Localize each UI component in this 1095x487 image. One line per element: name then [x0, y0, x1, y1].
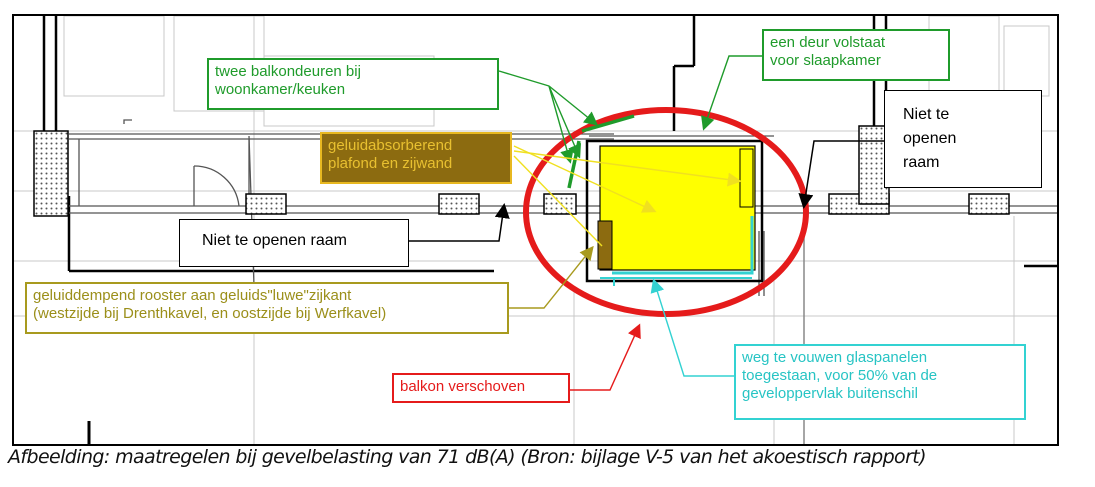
- label-line: toegestaan, voor 50% van de: [742, 367, 938, 384]
- figure-caption: Afbeelding: maatregelen bij gevelbelasti…: [8, 446, 927, 468]
- balcony-room: [585, 139, 764, 286]
- yellow-leaders: [513, 145, 742, 247]
- label-geluiddempend-rooster: geluiddempend rooster aan geluids"luwe"z…: [25, 282, 509, 334]
- label-line: openen: [903, 130, 957, 147]
- label-line: Niet te: [903, 106, 950, 123]
- label-line: een deur volstaat: [770, 34, 886, 51]
- label-line: geluiddempend rooster aan geluids"luwe"z…: [33, 287, 352, 304]
- label-een-deur-volstaat: een deur volstaat voor slaapkamer: [762, 29, 950, 81]
- highlight-ellipse: [523, 107, 809, 317]
- label-niet-te-openen-raam-left: Niet te openen raam: [179, 219, 409, 267]
- black-leaders: [409, 140, 884, 242]
- drawing-frame: twee balkondeuren bij woonkamer/keuken e…: [12, 14, 1059, 446]
- red-leader: [570, 323, 641, 391]
- label-line: voor slaapkamer: [770, 52, 881, 69]
- label-twee-balkondeuren: twee balkondeuren bij woonkamer/keuken: [207, 58, 499, 110]
- label-niet-te-openen-raam-right: Niet te openen raam: [884, 90, 1042, 188]
- label-line: geluidabsorberend: [328, 137, 453, 154]
- label-geluidabsorberend: geluidabsorberend plafond en zijwand: [320, 132, 512, 184]
- label-line: balkon verschoven: [400, 378, 526, 395]
- label-line: weg te vouwen glaspanelen: [742, 349, 928, 366]
- label-line: woonkamer/keuken: [215, 81, 346, 98]
- label-line: (westzijde bij Drenthkavel, en oostzijde…: [33, 305, 387, 322]
- label-balkon-verschoven: balkon verschoven: [392, 373, 570, 403]
- label-line: Niet te openen raam: [202, 232, 347, 249]
- label-line: raam: [903, 154, 940, 171]
- label-glaspanelen: weg te vouwen glaspanelen toegestaan, vo…: [734, 344, 1026, 420]
- label-line: plafond en zijwand: [328, 155, 453, 172]
- olive-leader: [509, 245, 594, 309]
- label-line: geveloppervlak buitenschil: [742, 385, 918, 402]
- cyan-leader: [650, 278, 736, 377]
- green-leaders: [498, 55, 762, 164]
- label-line: twee balkondeuren bij: [215, 63, 361, 80]
